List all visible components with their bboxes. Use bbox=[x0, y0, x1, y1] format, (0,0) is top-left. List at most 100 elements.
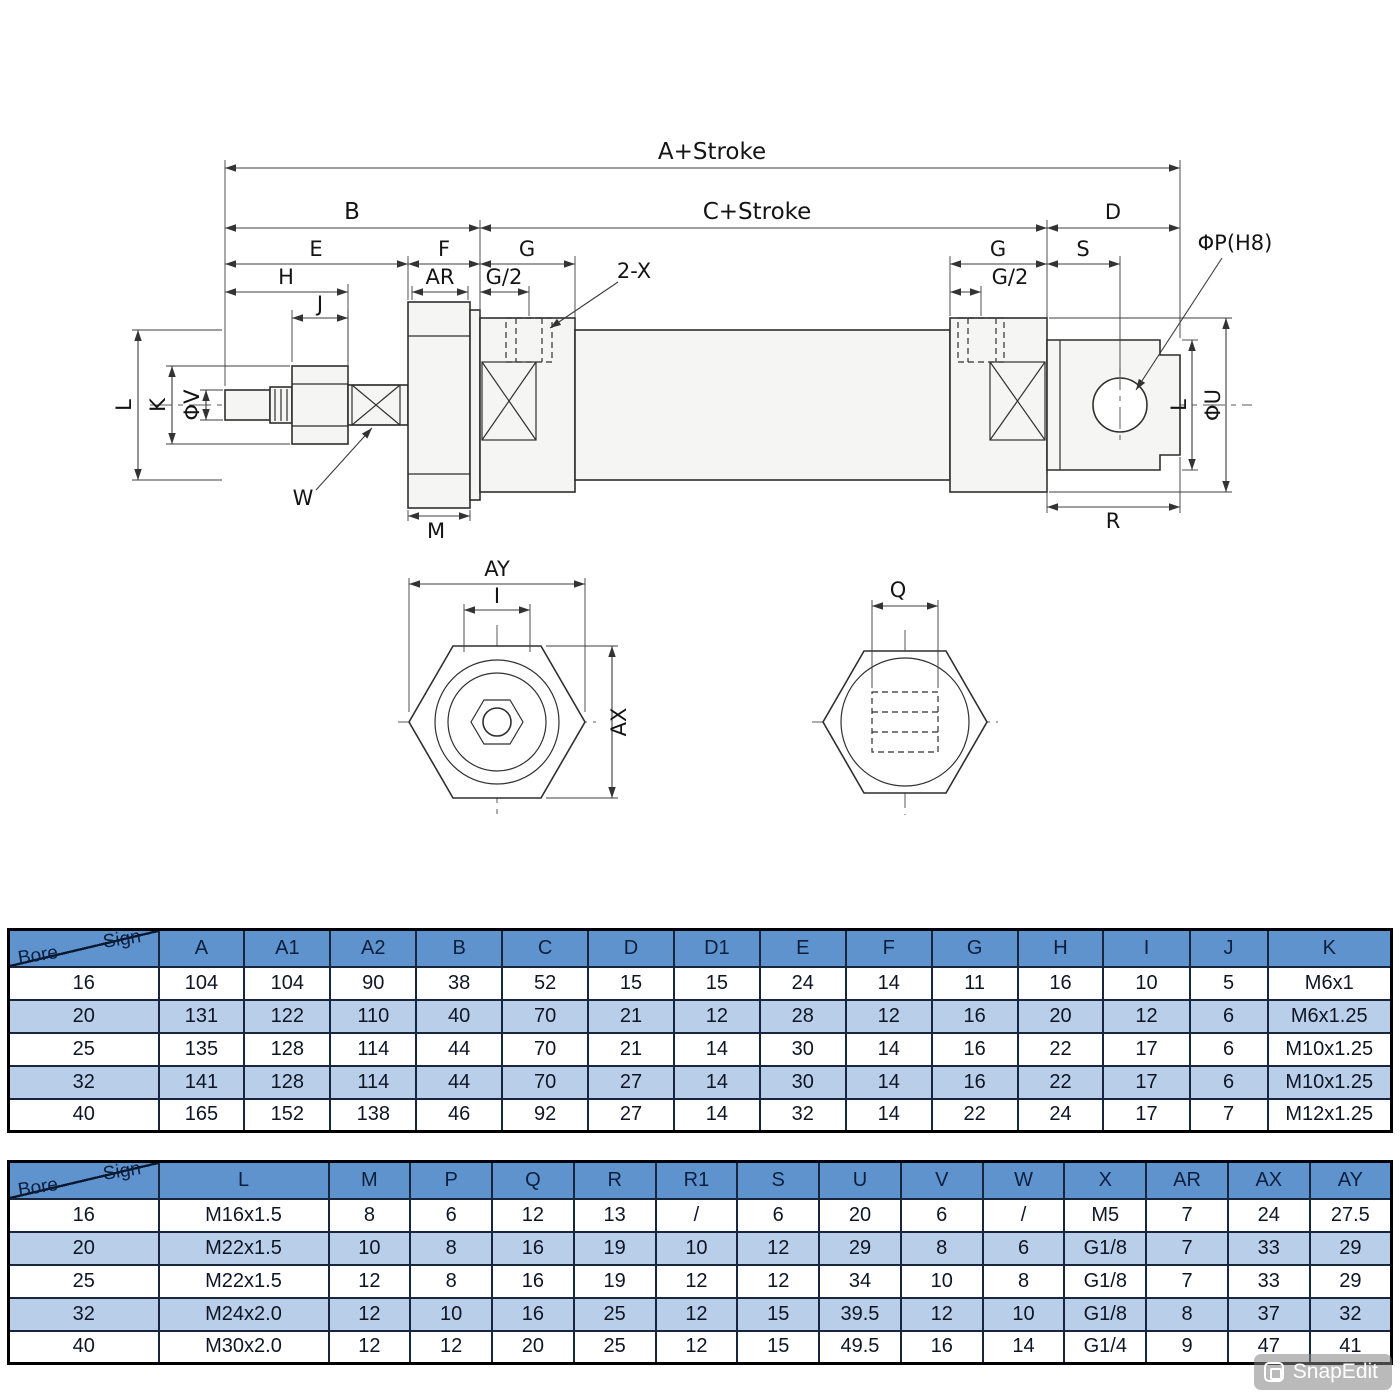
table-cell: 104 bbox=[157, 965, 246, 1001]
table-cell: 16 bbox=[930, 1031, 1019, 1067]
table-cell: M6x1.25 bbox=[1266, 998, 1393, 1034]
column-header-q: Q bbox=[491, 1160, 575, 1200]
column-header-b: B bbox=[415, 928, 504, 968]
column-header-r1: R1 bbox=[654, 1160, 739, 1200]
table-cell: 10 bbox=[654, 1230, 739, 1266]
table-cell: / bbox=[654, 1197, 739, 1233]
table-cell: 30 bbox=[758, 1064, 847, 1100]
cylinder-barrel bbox=[574, 329, 951, 481]
table-cell: M30x2.0 bbox=[157, 1329, 330, 1365]
table-cell: 29 bbox=[818, 1230, 902, 1266]
bore-cell: 40 bbox=[7, 1329, 160, 1365]
bore-cell: 20 bbox=[7, 998, 160, 1034]
table-cell: 14 bbox=[672, 1064, 761, 1100]
table-cell: 19 bbox=[572, 1263, 657, 1299]
watermark-label: SnapEdit bbox=[1292, 1360, 1378, 1383]
bore-cell: 20 bbox=[7, 1230, 160, 1266]
table-cell: 32 bbox=[758, 1097, 847, 1133]
rear-hex-view bbox=[812, 600, 998, 815]
column-header-k: K bbox=[1266, 928, 1393, 968]
column-header-a: A bbox=[157, 928, 246, 968]
table-cell: 24 bbox=[758, 965, 847, 1001]
column-header-v: V bbox=[899, 1160, 984, 1200]
column-header-f: F bbox=[844, 928, 933, 968]
table-cell: 8 bbox=[409, 1230, 494, 1266]
table-cell: 12 bbox=[327, 1263, 412, 1299]
front-end-cap bbox=[479, 317, 576, 493]
table-cell: 27 bbox=[587, 1097, 675, 1133]
table-cell: 37 bbox=[1226, 1296, 1311, 1332]
table-cell: 128 bbox=[243, 1064, 332, 1100]
table-cell: 6 bbox=[736, 1197, 821, 1233]
table-cell: 20 bbox=[818, 1197, 902, 1233]
dim-label-q: Q bbox=[890, 578, 907, 602]
pneumatic-cylinder-technical-drawing: A+Stroke B C+Stroke D E F G G S H AR G/2… bbox=[112, 139, 1272, 820]
table-cell: G1/8 bbox=[1063, 1263, 1148, 1299]
rear-port bbox=[957, 317, 1005, 363]
table-cell: 131 bbox=[157, 998, 246, 1034]
column-header-u: U bbox=[818, 1160, 902, 1200]
column-header-c: C bbox=[501, 928, 590, 968]
dim-label-phi-u: ΦU bbox=[1201, 389, 1225, 421]
table-cell: 6 bbox=[1188, 1031, 1269, 1067]
table-cell: 141 bbox=[157, 1064, 246, 1100]
table-cell: 8 bbox=[899, 1230, 984, 1266]
dim-label-j: J bbox=[315, 292, 323, 316]
table-cell: 6 bbox=[1188, 998, 1269, 1034]
table-cell: 8 bbox=[327, 1197, 412, 1233]
table-cell: 28 bbox=[758, 998, 847, 1034]
table-cell: 12 bbox=[327, 1329, 412, 1365]
table-cell: M10x1.25 bbox=[1266, 1031, 1393, 1067]
table-cell: 22 bbox=[930, 1097, 1019, 1133]
dim-label-ar: AR bbox=[426, 265, 455, 289]
table-cell: 10 bbox=[981, 1296, 1066, 1332]
table-cell: 20 bbox=[1016, 998, 1105, 1034]
table-cell: 70 bbox=[501, 1031, 590, 1067]
table-cell: 12 bbox=[654, 1296, 739, 1332]
table-cell: 29 bbox=[1308, 1263, 1393, 1299]
table-cell: 22 bbox=[1016, 1064, 1105, 1100]
table-cell: 17 bbox=[1102, 1097, 1191, 1133]
table-cell: G1/8 bbox=[1063, 1296, 1148, 1332]
table-cell: 44 bbox=[415, 1031, 504, 1067]
table-cell: 165 bbox=[157, 1097, 246, 1133]
table-cell: 16 bbox=[491, 1230, 575, 1266]
table-cell: 114 bbox=[329, 1031, 418, 1067]
table-cell: 34 bbox=[818, 1263, 902, 1299]
table-cell: 24 bbox=[1016, 1097, 1105, 1133]
table-cell: 19 bbox=[572, 1230, 657, 1266]
table-cell: 12 bbox=[844, 998, 933, 1034]
bore-cell: 16 bbox=[7, 965, 160, 1001]
table-cell: 11 bbox=[930, 965, 1019, 1001]
column-header-a1: A1 bbox=[243, 928, 332, 968]
column-header-m: M bbox=[327, 1160, 412, 1200]
table-cell: 10 bbox=[409, 1296, 494, 1332]
table-cell: 110 bbox=[329, 998, 418, 1034]
table-cell: 10 bbox=[899, 1263, 984, 1299]
diagonal-divider bbox=[10, 1163, 157, 1197]
table-cell: 6 bbox=[409, 1197, 494, 1233]
table-cell: 17 bbox=[1102, 1031, 1191, 1067]
dim-label-i: I bbox=[494, 584, 500, 608]
dimension-labels: A+Stroke B C+Stroke D E F G G S H AR G/2… bbox=[112, 139, 1272, 736]
column-header-ar: AR bbox=[1145, 1160, 1229, 1200]
table-cell: 8 bbox=[409, 1263, 494, 1299]
table-cell: 14 bbox=[844, 1097, 933, 1133]
column-header-d1: D1 bbox=[672, 928, 761, 968]
table-cell: 25 bbox=[572, 1329, 657, 1365]
table-cell: M24x2.0 bbox=[157, 1296, 330, 1332]
column-header-w: W bbox=[981, 1160, 1066, 1200]
mounting-nut-group bbox=[407, 301, 481, 509]
rear-end-cap-group bbox=[949, 317, 1048, 493]
dim-label-g-right: G bbox=[990, 237, 1006, 261]
